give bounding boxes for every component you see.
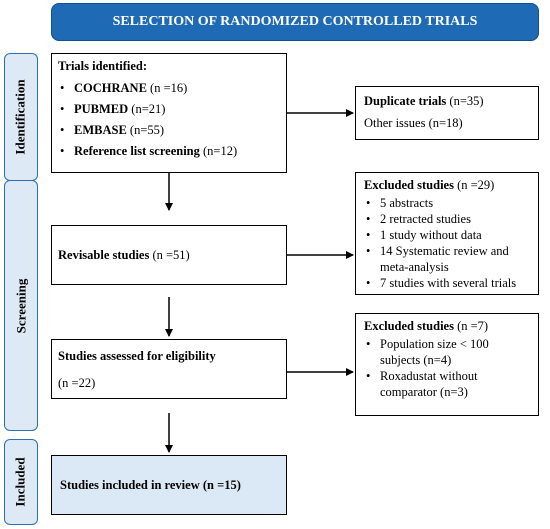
trials-identified-box: Trials identified: COCHRANE (n =16) PUBM… — [51, 53, 287, 173]
stage-included: Included — [4, 439, 38, 525]
excluded2-item: Population size < 100 subjects (n=4) — [364, 336, 530, 368]
source-list: COCHRANE (n =16) PUBMED (n=21) EMBASE (n… — [58, 80, 280, 160]
source-item: PUBMED (n=21) — [58, 101, 280, 118]
revisable-count: (n =51) — [149, 247, 190, 262]
excluded1-item: 1 study without data — [364, 227, 530, 243]
stage-identification: Identification — [4, 53, 38, 181]
diagram-title: SELECTION OF RANDOMIZED CONTROLLED TRIAL… — [51, 3, 539, 41]
stage-screening: Screening — [4, 180, 38, 431]
excluded1-item: 7 studies with several trials — [364, 275, 530, 291]
excluded1-count: (n =29) — [453, 178, 495, 192]
excluded1-heading: Excluded studies — [364, 178, 454, 192]
source-item: Reference list screening (n=12) — [58, 143, 280, 160]
other-issues: Other issues (n=18) — [364, 115, 463, 130]
duplicate-trials-box: Duplicate trials (n=35) Other issues (n=… — [355, 86, 539, 140]
eligibility-box: Studies assessed for eligibility (n =22) — [51, 339, 287, 399]
excluded2-count: (n =7) — [453, 319, 489, 333]
trials-identified-heading: Trials identified: — [58, 59, 148, 73]
included-heading: Studies included in review (n =15) — [60, 477, 241, 492]
excluded-studies-box-2: Excluded studies (n =7) Population size … — [355, 313, 539, 416]
excluded-studies-box-1: Excluded studies (n =29) 5 abstracts 2 r… — [355, 172, 539, 295]
source-item: EMBASE (n=55) — [58, 122, 280, 139]
duplicate-heading: Duplicate trials — [364, 94, 447, 108]
revisable-heading: Revisable studies — [58, 247, 150, 262]
duplicate-count: (n=35) — [446, 94, 484, 108]
excluded2-list: Population size < 100 subjects (n=4) Rox… — [364, 336, 530, 400]
excluded1-item: 5 abstracts — [364, 195, 530, 211]
excluded2-heading: Excluded studies — [364, 319, 454, 333]
excluded1-list: 5 abstracts 2 retracted studies 1 study … — [364, 195, 530, 291]
revisable-studies-box: Revisable studies (n =51) — [51, 225, 287, 285]
excluded1-item: 2 retracted studies — [364, 211, 530, 227]
eligibility-count: (n =22) — [58, 375, 96, 390]
source-item: COCHRANE (n =16) — [58, 80, 280, 97]
eligibility-heading: Studies assessed for eligibility — [58, 349, 216, 363]
excluded1-item: 14 Systematic review and meta-analysis — [364, 243, 530, 275]
included-studies-box: Studies included in review (n =15) — [51, 455, 287, 515]
excluded2-item: Roxadustat without comparator (n=3) — [364, 368, 530, 400]
